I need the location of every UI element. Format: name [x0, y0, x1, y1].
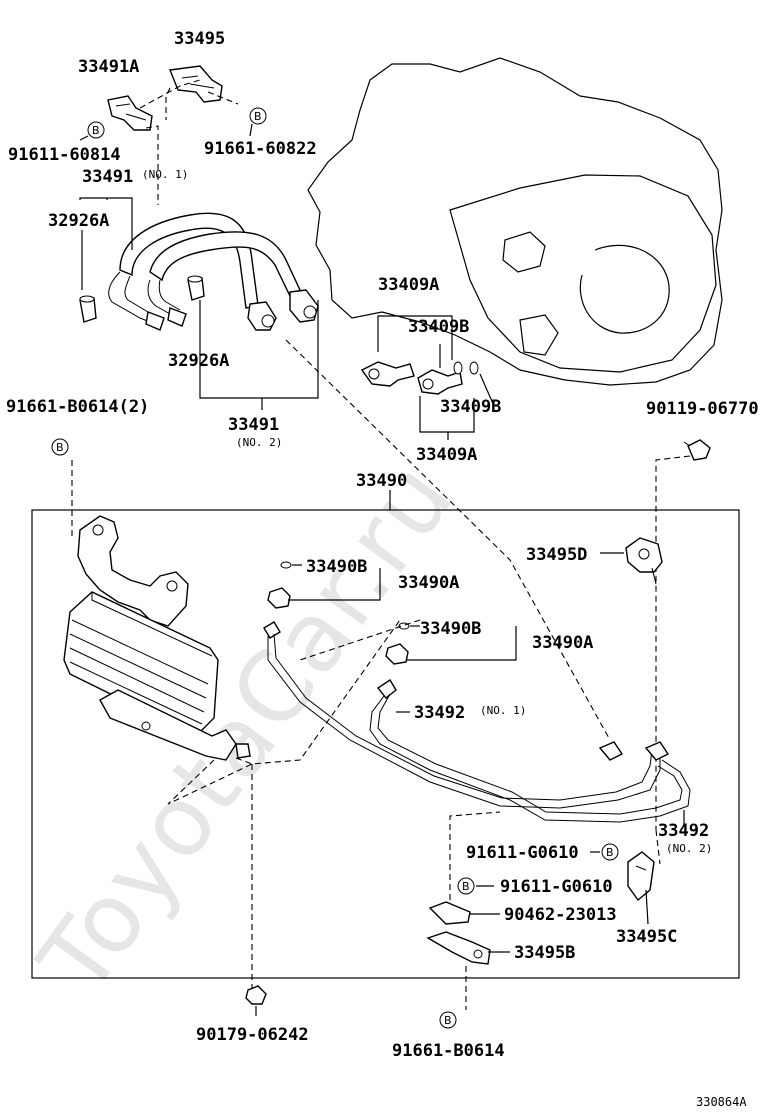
label-33409A-bot: 33409A — [416, 445, 477, 465]
clip-90462 — [428, 901, 471, 925]
label-33409B-bot: 33409B — [440, 397, 501, 417]
assembly-frame-33490 — [31, 509, 740, 979]
svg-text:B: B — [462, 880, 470, 893]
clip-marker-b-2: B — [249, 107, 267, 125]
label-33490: 33490 — [356, 471, 407, 491]
label-33490A-1: 33490A — [398, 573, 459, 593]
oil-cooler-hose-33491-no1 — [108, 212, 319, 331]
clip-33495C — [627, 851, 655, 902]
label-33495D: 33495D — [526, 545, 587, 565]
oil-cooler-pipe-33492 — [263, 621, 691, 823]
hose-plug-32926A-2 — [187, 275, 205, 301]
clip-marker-b-1: B — [87, 121, 105, 139]
label-91611-G0610-b: 91611-G0610 — [500, 877, 613, 897]
hose-plug-32926A-1 — [79, 295, 97, 323]
oil-cooler-33490 — [63, 515, 251, 761]
clip-33495D — [625, 537, 663, 585]
label-33490B-1: 33490B — [306, 557, 367, 577]
gasket-33409B-1 — [453, 361, 463, 375]
label-33491A: 33491A — [78, 57, 139, 77]
union-33490A-2 — [385, 643, 409, 665]
label-33492-no2-sub: (NO. 2) — [666, 842, 712, 855]
label-33492-no1: 33492 — [414, 703, 465, 723]
transmission-housing — [307, 57, 723, 386]
svg-text:B: B — [606, 846, 614, 859]
label-33409A-top: 33409A — [378, 275, 439, 295]
label-32926A-mid: 32926A — [168, 351, 229, 371]
label-90119-06770: 90119-06770 — [646, 399, 759, 419]
svg-text:B: B — [444, 1014, 452, 1027]
label-91661-B0614: 91661-B0614 — [392, 1041, 505, 1061]
clip-marker-b-3: B — [51, 438, 69, 456]
clip-33491A — [107, 95, 153, 131]
label-33492-no2: 33492 — [658, 821, 709, 841]
clip-33495 — [169, 65, 223, 103]
label-33409B-top: 33409B — [408, 317, 469, 337]
label-91661-60822: 91661-60822 — [204, 139, 317, 159]
label-33490B-2: 33490B — [420, 619, 481, 639]
label-33495C: 33495C — [616, 927, 677, 947]
label-33491-no2-sub: (NO. 2) — [236, 436, 282, 449]
svg-text:B: B — [92, 124, 100, 137]
svg-text:B: B — [254, 110, 262, 123]
label-33490A-2: 33490A — [532, 633, 593, 653]
label-33491-no2: 33491 — [228, 415, 279, 435]
gasket-33490B-1 — [280, 561, 292, 569]
diagram-id: 330864A — [696, 1095, 747, 1109]
clip-marker-b-6: B — [439, 1011, 457, 1029]
gasket-33409B-2 — [469, 361, 479, 375]
nut-90179 — [245, 985, 267, 1005]
label-90462-23013: 90462-23013 — [504, 905, 617, 925]
union-fitting-33409A-2 — [417, 369, 463, 395]
label-33492-no1-sub: (NO. 1) — [480, 704, 526, 717]
label-33491-no1-sub: (NO. 1) — [142, 168, 188, 181]
clip-33495B — [426, 931, 491, 965]
svg-text:B: B — [56, 441, 64, 454]
bolt-90119 — [683, 439, 711, 461]
label-33495B: 33495B — [514, 943, 575, 963]
label-91611-G0610-a: 91611-G0610 — [466, 843, 579, 863]
label-91611-60814: 91611-60814 — [8, 145, 121, 165]
label-90179-06242: 90179-06242 — [196, 1025, 309, 1045]
clip-marker-b-5: B — [457, 877, 475, 895]
union-fitting-33409A-1 — [360, 361, 415, 387]
label-91661-B0614-2: 91661-B0614(2) — [6, 397, 149, 417]
label-33491-no1: 33491 — [82, 167, 133, 187]
label-33495: 33495 — [174, 29, 225, 49]
union-33490A-1 — [267, 587, 291, 609]
label-32926A-top: 32926A — [48, 211, 109, 231]
clip-marker-b-4: B — [601, 843, 619, 861]
